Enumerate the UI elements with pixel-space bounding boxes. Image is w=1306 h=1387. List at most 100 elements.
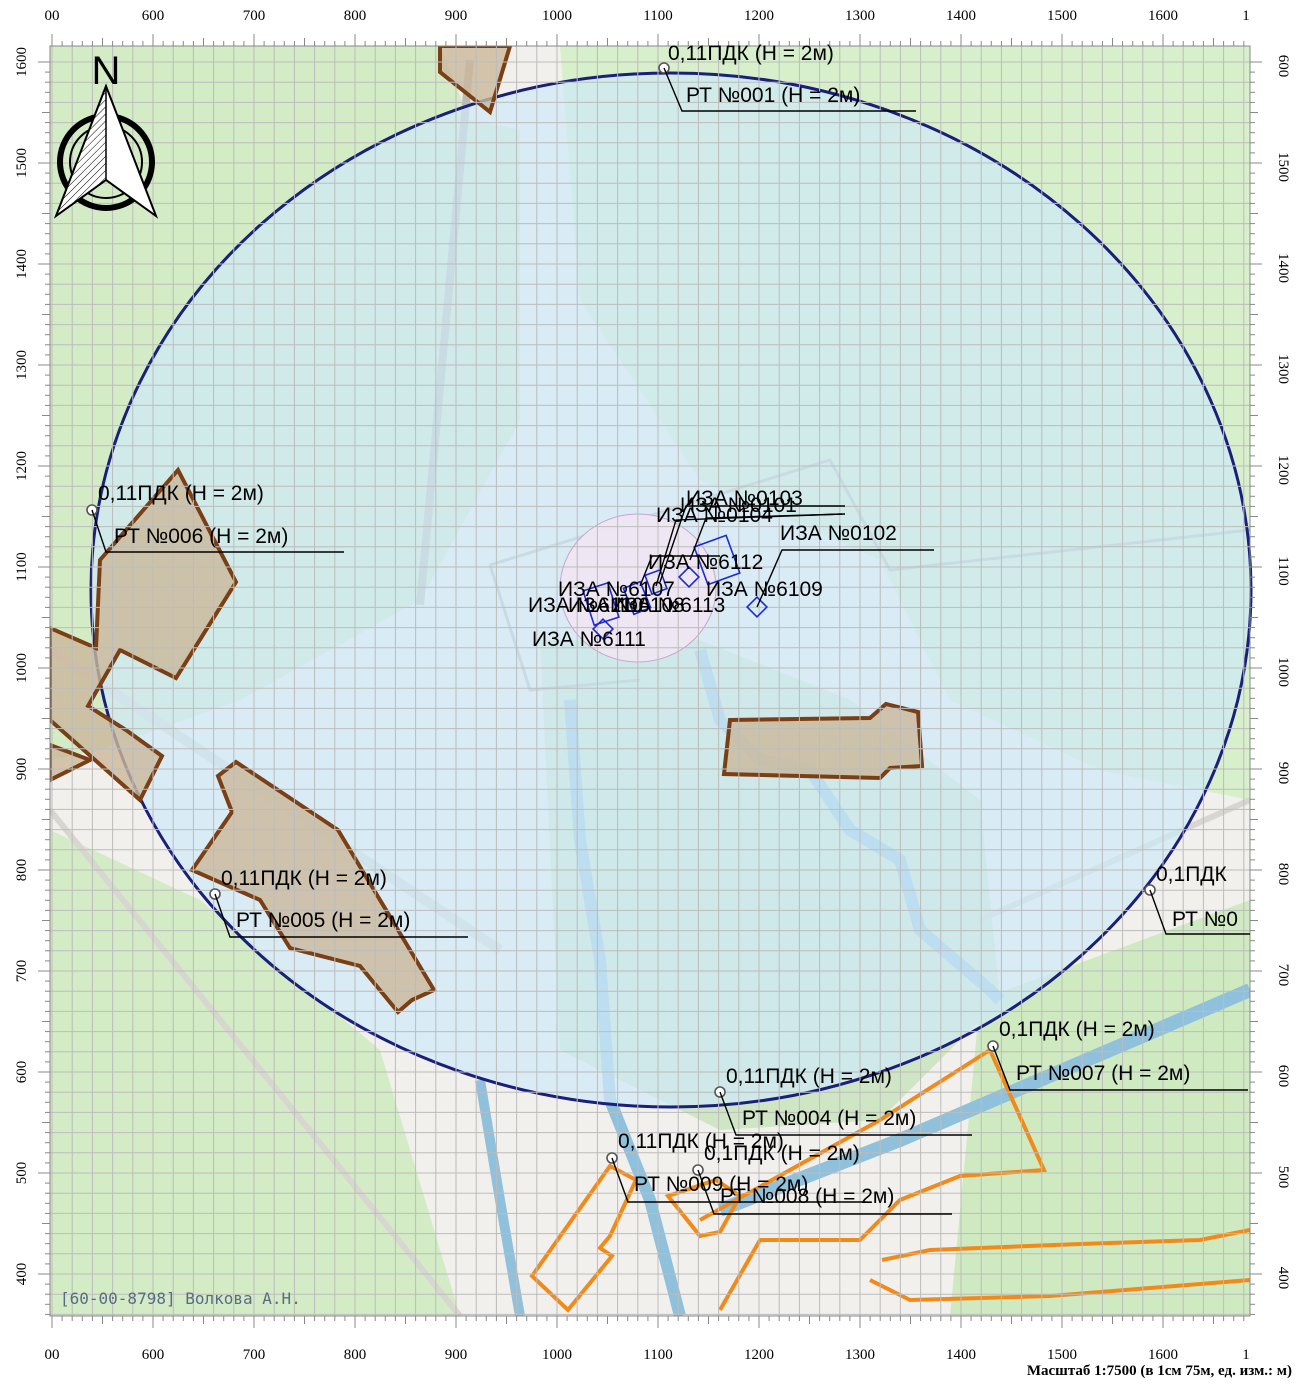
y-tick-label: 500 (1275, 1166, 1291, 1189)
x-tick-label: 700 (243, 1347, 266, 1363)
point-value: 0,1ПДК (1156, 863, 1228, 886)
x-tick-label: 600 (142, 8, 165, 24)
x-tick-label: 00 (45, 1347, 60, 1363)
point-name: РТ №008 (Н = 2м) (720, 1185, 894, 1208)
y-tick-label: 900 (1275, 762, 1291, 785)
point-value: 0,11ПДК (Н = 2м) (98, 482, 264, 505)
x-tick-label: 1600 (1148, 8, 1178, 24)
calc-point: 0,1ПДК (Н = 2м) РТ №007 (Н = 2м) (987, 1018, 1248, 1091)
x-tick-label: 1400 (946, 8, 976, 24)
point-value: 0,11ПДК (Н = 2м) (668, 42, 834, 65)
x-tick-label: 800 (344, 1347, 367, 1363)
calc-point: 0,1ПДК (Н = 2м) РТ №008 (Н = 2м) (692, 1142, 952, 1215)
y-tick-label: 1000 (1275, 657, 1291, 687)
y-tick-label: 600 (1275, 1065, 1291, 1088)
north-letter: N (92, 49, 121, 93)
y-tick-label: 1500 (1275, 152, 1291, 182)
source-label: ИЗА №6111 (532, 628, 646, 651)
x-axis-bottom: 00 600 700 800 900 1000 1100 1200 1300 1… (45, 1347, 1250, 1363)
y-tick-label: 1100 (14, 552, 30, 581)
point-value: 0,11ПДК (Н = 2м) (221, 867, 387, 890)
coordinate-grid (50, 46, 1250, 1316)
source-label: ИЗА №6108 (568, 594, 685, 617)
x-tick-label: 1100 (643, 8, 672, 24)
calc-point: 0,11ПДК (Н = 2м) РТ №004 (Н = 2м) (714, 1065, 972, 1136)
x-tick-label: 1500 (1047, 8, 1077, 24)
y-tick-label: 500 (14, 1162, 30, 1185)
orange-zone (699, 1047, 1047, 1311)
x-tick-label: 1 (1242, 8, 1250, 24)
point-value: 0,11ПДК (Н = 2м) (618, 1130, 784, 1153)
x-axis-top: 00 600 700 800 900 1000 1100 1200 1300 1… (45, 8, 1250, 24)
water-canal (475, 1079, 525, 1316)
x-tick-label: 1300 (845, 8, 875, 24)
map-frame (49, 45, 1251, 1317)
point-name: РТ №005 (Н = 2м) (236, 909, 410, 932)
source-labels: ИЗА №0103 ИЗА №0101 ИЗА №0104 ИЗА №0102 … (528, 487, 897, 651)
y-tick-label: 1400 (14, 249, 30, 279)
source-label: ИЗА №0101 (680, 494, 797, 517)
source-marker (644, 568, 668, 596)
x-tick-label: 1400 (946, 1347, 976, 1363)
source-marker (745, 595, 769, 619)
y-axis-left: 1600 1500 1400 1300 1200 1100 1000 900 8… (14, 47, 30, 1285)
source-leaders (639, 505, 934, 608)
y-tick-label: 700 (1275, 964, 1291, 987)
source-marker (622, 580, 652, 616)
calc-point: 0,11ПДК (Н = 2м) РТ №001 (Н = 2м) (658, 42, 916, 112)
source-marker (677, 565, 701, 589)
x-tick-label: 1000 (542, 8, 572, 24)
source-label: ИЗА №6112 (648, 551, 763, 574)
x-tick-label: 00 (45, 8, 60, 24)
y-tick-label: 700 (14, 960, 30, 983)
source-marker (693, 534, 741, 586)
y-tick-label: 400 (14, 1263, 30, 1286)
north-arrow-icon: N (53, 49, 159, 219)
x-tick-label: 1200 (744, 8, 774, 24)
point-name: РТ №006 (Н = 2м) (114, 525, 288, 548)
source-label: ИЗА №6110 (528, 594, 643, 617)
emission-sources (582, 534, 769, 641)
source-label: ИЗА №0103 (686, 487, 803, 510)
point-name: РТ №007 (Н = 2м) (1016, 1062, 1190, 1085)
x-tick-label: 1100 (643, 1347, 672, 1363)
y-tick-label: 400 (1275, 1267, 1291, 1290)
y-axis-right: 600 1500 1400 1300 1200 1100 1000 900 80… (1275, 55, 1291, 1290)
y-tick-label: 1000 (14, 653, 30, 683)
orange-zone (529, 1163, 639, 1313)
calc-point: 0,11ПДК (Н = 2м) РТ №009 (Н = 2м) (606, 1130, 866, 1203)
y-tick-label: 1400 (1275, 253, 1291, 283)
x-tick-label: 700 (243, 8, 266, 24)
scale-caption: Масштаб 1:7500 (в 1см 75м, ед. изм.: м) (1026, 1363, 1292, 1379)
brown-zone (721, 701, 925, 781)
y-tick-label: 800 (14, 859, 30, 882)
source-marker (591, 617, 615, 641)
point-name: РТ №009 (Н = 2м) (634, 1173, 808, 1196)
x-tick-label: 1 (1242, 1347, 1250, 1363)
y-tick-label: 1500 (14, 148, 30, 178)
y-tick-label: 800 (1275, 863, 1291, 886)
x-tick-label: 900 (445, 8, 468, 24)
calculation-points: 0,11ПДК (Н = 2м) РТ №001 (Н = 2м) 0,11ПД… (86, 42, 1250, 1215)
road (50, 808, 463, 1316)
calc-point: 0,11ПДК (Н = 2м) РТ №006 (Н = 2м) (86, 482, 344, 553)
source-label: ИЗА №0102 (780, 522, 897, 545)
x-tick-label: 1500 (1047, 1347, 1077, 1363)
source-marker (582, 581, 620, 627)
y-tick-label: 1100 (1275, 556, 1291, 585)
source-label: ИЗА №0104 (656, 504, 773, 527)
y-tick-label: 600 (1275, 55, 1291, 78)
x-tick-label: 1000 (542, 1347, 572, 1363)
author-caption: [60-00-8798] Волкова А.Н. (60, 1289, 301, 1308)
source-label: ИЗА №6109 (706, 578, 823, 601)
y-tick-label: 1600 (14, 47, 30, 77)
y-tick-label: 600 (14, 1061, 30, 1084)
source-label: ИЗА №6107 (558, 578, 675, 601)
y-tick-label: 1300 (1275, 354, 1291, 384)
point-name: РТ №001 (Н = 2м) (686, 84, 860, 107)
point-name: РТ №004 (Н = 2м) (742, 1107, 916, 1130)
x-tick-label: 900 (445, 1347, 468, 1363)
greenery-area (950, 900, 1250, 1316)
y-tick-label: 900 (14, 758, 30, 781)
